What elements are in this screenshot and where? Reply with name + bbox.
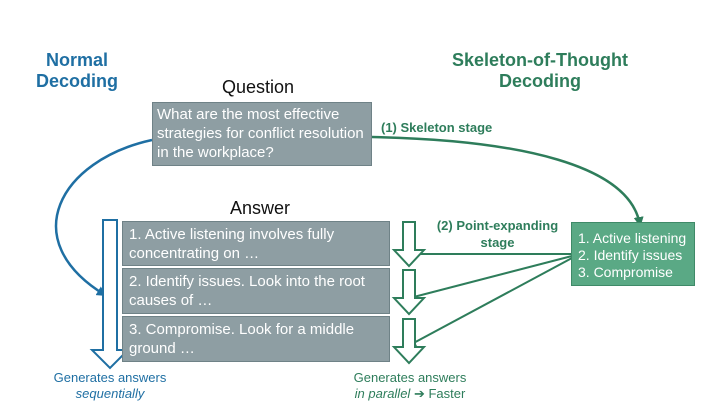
parallel-caption-faster: Faster — [428, 386, 466, 401]
normal-heading-line1: Normal — [45, 50, 108, 70]
parallel-caption-line1: Generates answers — [353, 370, 467, 385]
parallel-caption-word: in parallel — [354, 386, 411, 401]
point-expanding-line2: stage — [480, 235, 515, 250]
parallel-arrow-3 — [391, 318, 427, 365]
skeleton-point-2: 2. Identify issues — [578, 247, 683, 263]
skeleton-stage-label: (1) Skeleton stage — [381, 120, 493, 135]
answer-item-2: 2. Identify issues. Look into the root c… — [122, 268, 390, 314]
sequential-caption-line1: Generates answers — [53, 370, 167, 385]
normal-decoding-curve — [54, 138, 153, 297]
parallel-arrow-2 — [391, 269, 427, 316]
sot-heading-line2: Decoding — [498, 71, 581, 91]
parallel-arrow-1 — [391, 221, 427, 268]
skeleton-point-3: 3. Compromise — [578, 264, 673, 280]
answer-label: Answer — [230, 198, 291, 218]
point-expanding-label: (2) Point-expanding stage — [425, 217, 570, 251]
normal-decoding-heading: Normal Decoding — [22, 50, 132, 92]
point-expanding-line1: (2) Point-expanding — [436, 218, 559, 233]
skeleton-point-1: 1. Active listening — [578, 230, 687, 246]
answer-item-3: 3. Compromise. Look for a middle ground … — [122, 316, 390, 362]
sequential-arrow — [89, 219, 131, 370]
question-label: Question — [222, 77, 295, 97]
expand-arrow-3 — [406, 257, 573, 347]
arrow-right-icon: ➔ — [413, 386, 425, 401]
skeleton-stage-curve — [371, 135, 644, 227]
skeleton-box: 1. Active listening 2. Identify issues 3… — [571, 222, 695, 286]
normal-heading-line2: Decoding — [35, 71, 118, 91]
sequential-caption-line2: sequentially — [75, 386, 145, 401]
sot-heading-line1: Skeleton-of-Thought — [452, 50, 628, 70]
sot-decoding-heading: Skeleton-of-Thought Decoding — [420, 50, 660, 92]
question-box: What are the most effective strategies f… — [152, 102, 372, 166]
answer-item-1: 1. Active listening involves fully conce… — [122, 221, 390, 266]
parallel-caption: Generates answers in parallel ➔ Faster — [330, 370, 490, 402]
expand-arrow-2 — [404, 255, 573, 302]
sequential-caption: Generates answers sequentially — [30, 370, 190, 402]
